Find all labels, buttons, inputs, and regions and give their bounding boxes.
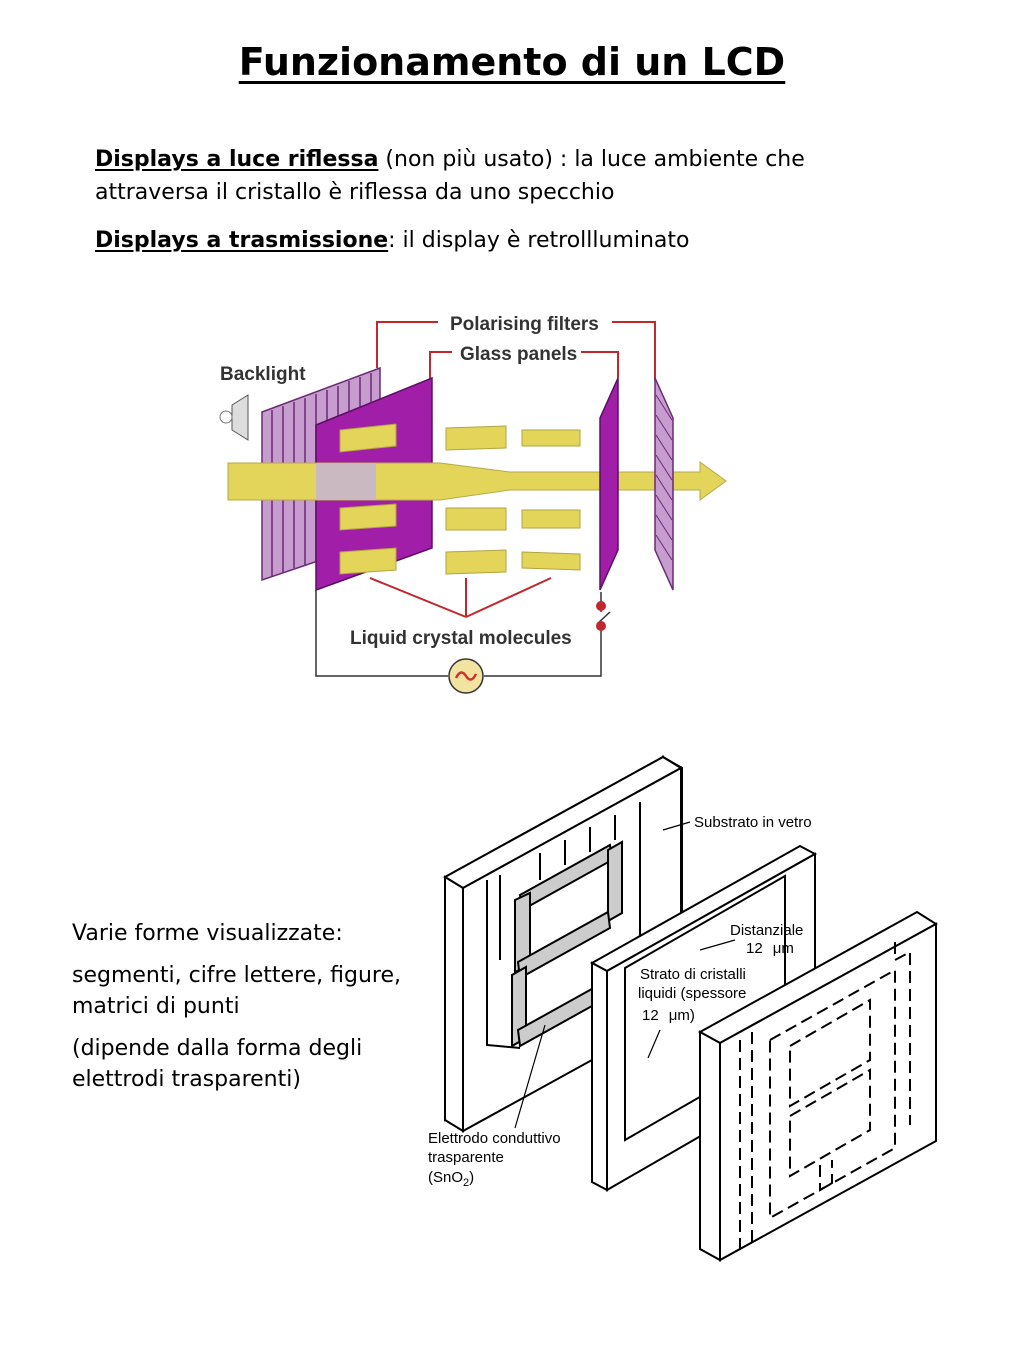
elettrodo-label-2: trasparente — [428, 1149, 504, 1166]
transmissive-paragraph: Displays a trasmissione: il display è re… — [95, 224, 815, 257]
polarising-filters-label: Polarising filters — [450, 314, 599, 335]
bulb-icon — [219, 394, 249, 441]
transmissive-text: : il display è retrollluminato — [388, 228, 690, 253]
elettrodo-label-3: (SnO2) — [428, 1169, 474, 1189]
side-line-3: (dipende dalla forma degli elettrodi tra… — [72, 1036, 363, 1092]
side-line-2: segmenti, cifre lettere, figure, matrici… — [72, 963, 402, 1019]
liquid-crystal-molecules — [339, 423, 581, 575]
ac-source-icon — [448, 658, 484, 694]
electrode-segments — [511, 840, 623, 1048]
glass-panels-label: Glass panels — [460, 344, 577, 365]
substrato-label: Substrato in vetro — [694, 814, 812, 831]
molecules-bracket — [369, 577, 552, 618]
leader-lines — [514, 821, 736, 1129]
page-title: Funzionamento di un LCD — [238, 40, 786, 84]
switch-contact-bottom — [596, 621, 606, 631]
front-polarising-filter — [654, 377, 674, 591]
polarising-bracket — [376, 321, 656, 380]
reflective-text: (non più usato) : la luce ambiente che a… — [95, 147, 805, 205]
electrode-leads — [486, 802, 641, 1049]
reflective-term: Displays a luce riflessa — [95, 147, 379, 172]
strato-label-2: liquidi (spessore — [638, 985, 746, 1002]
elettrodo-label-1: Elettrodo conduttivo — [428, 1130, 561, 1147]
transmissive-term: Displays a trasmissione — [95, 228, 389, 253]
front-plate — [697, 910, 938, 1262]
distanziale-label: Distanziale — [730, 922, 803, 939]
switch-contact-top — [596, 601, 606, 611]
strato-label-1: Strato di cristalli — [640, 966, 746, 983]
glass-bracket — [429, 351, 619, 380]
front-plate-pattern — [739, 942, 911, 1252]
light-beam — [227, 461, 727, 501]
backlight-label: Backlight — [220, 364, 306, 385]
side-line-1: Varie forme visualizzate: — [72, 921, 343, 946]
reflective-paragraph: Displays a luce riflessa (non più usato)… — [95, 143, 815, 209]
liquid-crystal-label: Liquid crystal molecules — [350, 628, 572, 649]
front-glass-panel — [599, 377, 619, 591]
side-text: Varie forme visualizzate: segmenti, cifr… — [72, 918, 402, 1106]
